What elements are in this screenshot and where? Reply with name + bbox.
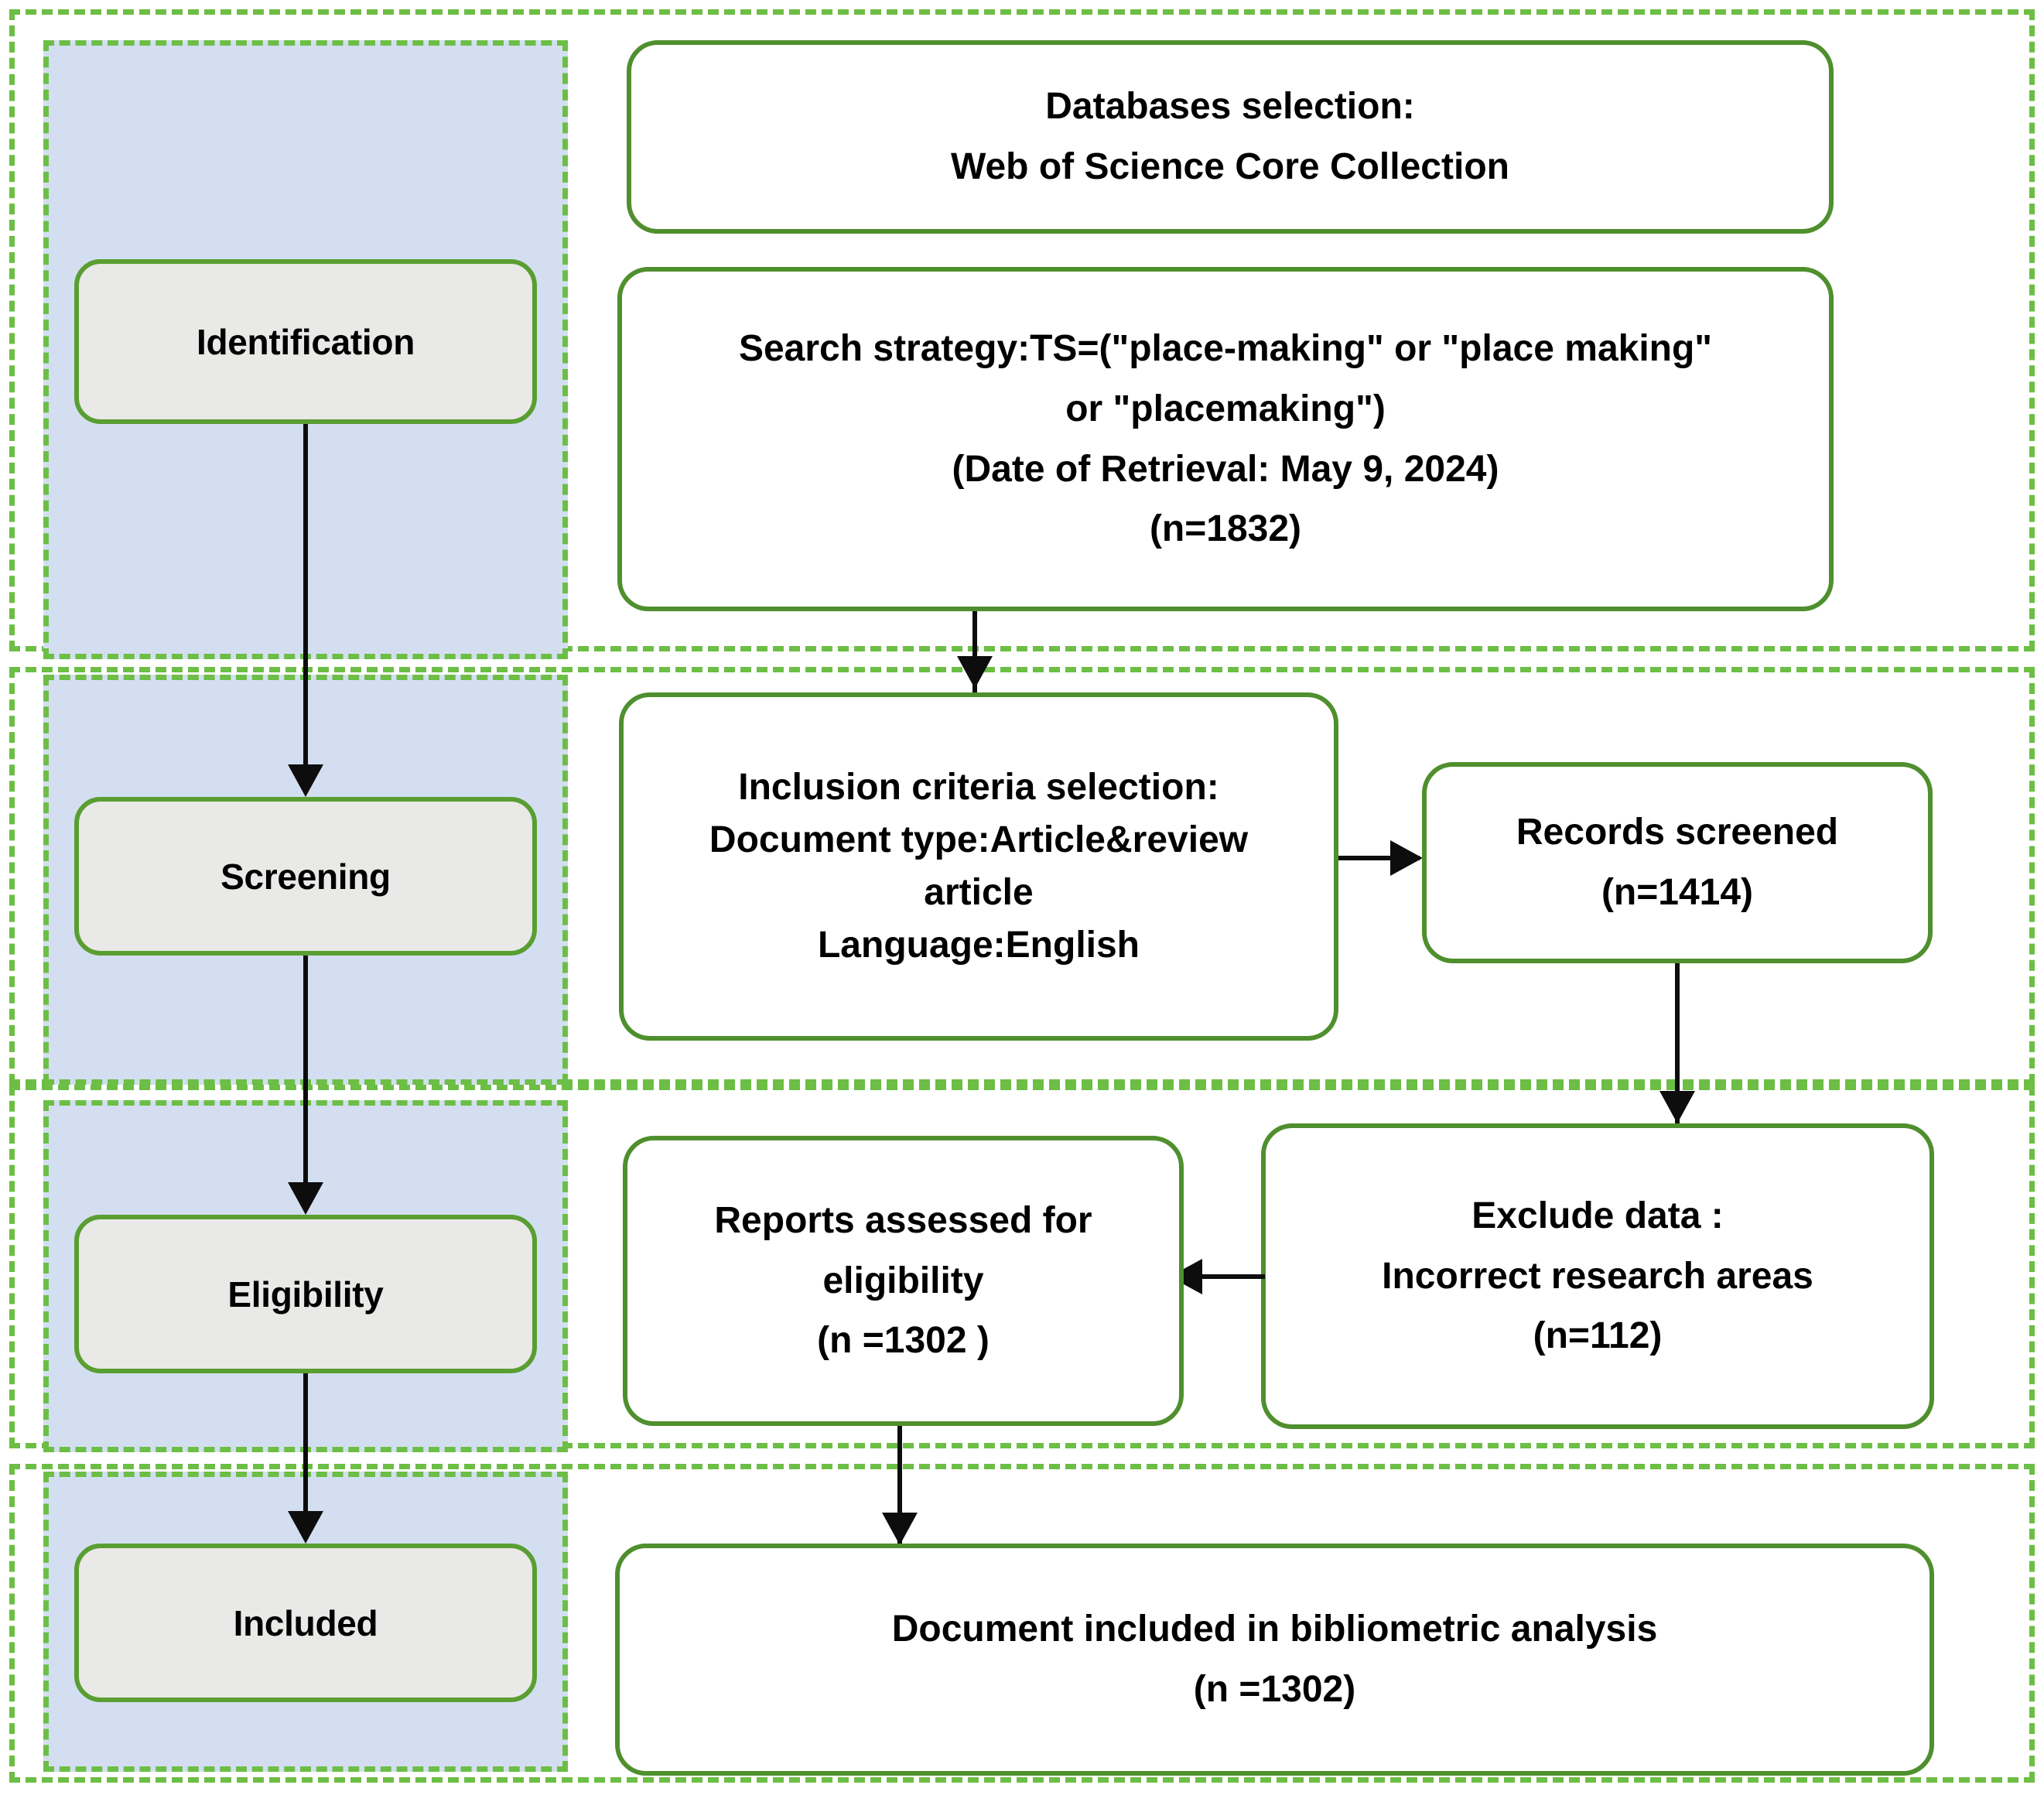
node-reports-assessed-line-1: Reports assessed for — [714, 1199, 1092, 1241]
node-reports-assessed[interactable]: Reports assessed for eligibility (n =130… — [623, 1136, 1184, 1426]
node-inclusion-criteria-line-4: Language:English — [817, 925, 1140, 966]
node-exclude-data-line-1: Exclude data : — [1471, 1195, 1724, 1236]
connector-eligibility-to-included-arrow — [288, 1511, 323, 1544]
node-reports-assessed-line-2: eligibility — [822, 1260, 984, 1301]
node-search-strategy-line-3: (Date of Retrieval: May 9, 2024) — [952, 448, 1499, 490]
stage-band-identification — [9, 9, 2035, 651]
node-databases-selection[interactable]: Databases selection: Web of Science Core… — [627, 40, 1834, 234]
node-inclusion-criteria-line-2: Document type:Article&review — [709, 819, 1249, 860]
connector-search-to-inclusion-line — [972, 611, 977, 692]
node-inclusion-criteria[interactable]: Inclusion criteria selection: Document t… — [619, 692, 1338, 1041]
stage-label-identification[interactable]: Identification — [74, 259, 537, 424]
connector-eligibility-to-included-line — [303, 1373, 308, 1511]
connector-exclude-to-reports-line — [1184, 1274, 1265, 1279]
node-records-screened-line-2: (n=1414) — [1601, 872, 1754, 913]
node-exclude-data-line-2: Incorrect research areas — [1382, 1255, 1813, 1297]
stage-label-included-text: Included — [233, 1602, 378, 1643]
stage-label-eligibility-text: Eligibility — [227, 1274, 384, 1315]
stage-band-included — [9, 1464, 2035, 1783]
connector-records-to-exclude-line — [1675, 963, 1680, 1127]
connector-reports-to-document-arrow — [882, 1513, 918, 1545]
connector-search-to-inclusion-arrow — [957, 656, 993, 689]
stage-label-screening-text: Screening — [220, 856, 391, 897]
node-exclude-data-line-3: (n=112) — [1533, 1315, 1663, 1357]
node-search-strategy[interactable]: Search strategy:TS=("place-making" or "p… — [617, 267, 1834, 611]
node-records-screened[interactable]: Records screened (n=1414) — [1422, 762, 1933, 963]
node-records-screened-line-1: Records screened — [1516, 812, 1839, 853]
connector-inclusion-to-records-arrow — [1390, 840, 1423, 876]
connector-screening-to-eligibility-line — [303, 956, 308, 1182]
connector-inclusion-to-records-line — [1338, 856, 1420, 860]
stage-label-included[interactable]: Included — [74, 1544, 537, 1702]
node-search-strategy-line-1: Search strategy:TS=("place-making" or "p… — [738, 328, 1713, 369]
connector-identification-to-screening-line — [303, 424, 308, 764]
node-document-included-line-1: Document included in bibliometric analys… — [891, 1609, 1658, 1650]
node-databases-selection-line-2: Web of Science Core Collection — [951, 146, 1509, 187]
stage-label-eligibility[interactable]: Eligibility — [74, 1215, 537, 1373]
connector-screening-to-eligibility-arrow — [288, 1182, 323, 1215]
node-inclusion-criteria-line-1: Inclusion criteria selection: — [738, 766, 1219, 808]
node-document-included[interactable]: Document included in bibliometric analys… — [615, 1544, 1934, 1776]
connector-identification-to-screening-arrow — [288, 764, 323, 797]
stage-band-eligibility — [9, 1085, 2035, 1448]
stage-label-identification-text: Identification — [196, 321, 415, 362]
connector-reports-to-document-line — [897, 1426, 902, 1544]
connector-records-to-exclude-arrow — [1659, 1091, 1695, 1123]
stage-band-screening — [9, 667, 2035, 1085]
node-search-strategy-line-4: (n=1832) — [1149, 508, 1302, 550]
node-search-strategy-line-2: or "placemaking") — [1065, 388, 1386, 429]
node-exclude-data[interactable]: Exclude data : Incorrect research areas … — [1261, 1123, 1934, 1429]
node-inclusion-criteria-line-3: article — [924, 872, 1034, 913]
node-databases-selection-line-1: Databases selection: — [1045, 86, 1415, 128]
stage-label-screening[interactable]: Screening — [74, 797, 537, 956]
node-reports-assessed-line-3: (n =1302 ) — [817, 1320, 990, 1362]
node-document-included-line-2: (n =1302) — [1193, 1669, 1356, 1710]
